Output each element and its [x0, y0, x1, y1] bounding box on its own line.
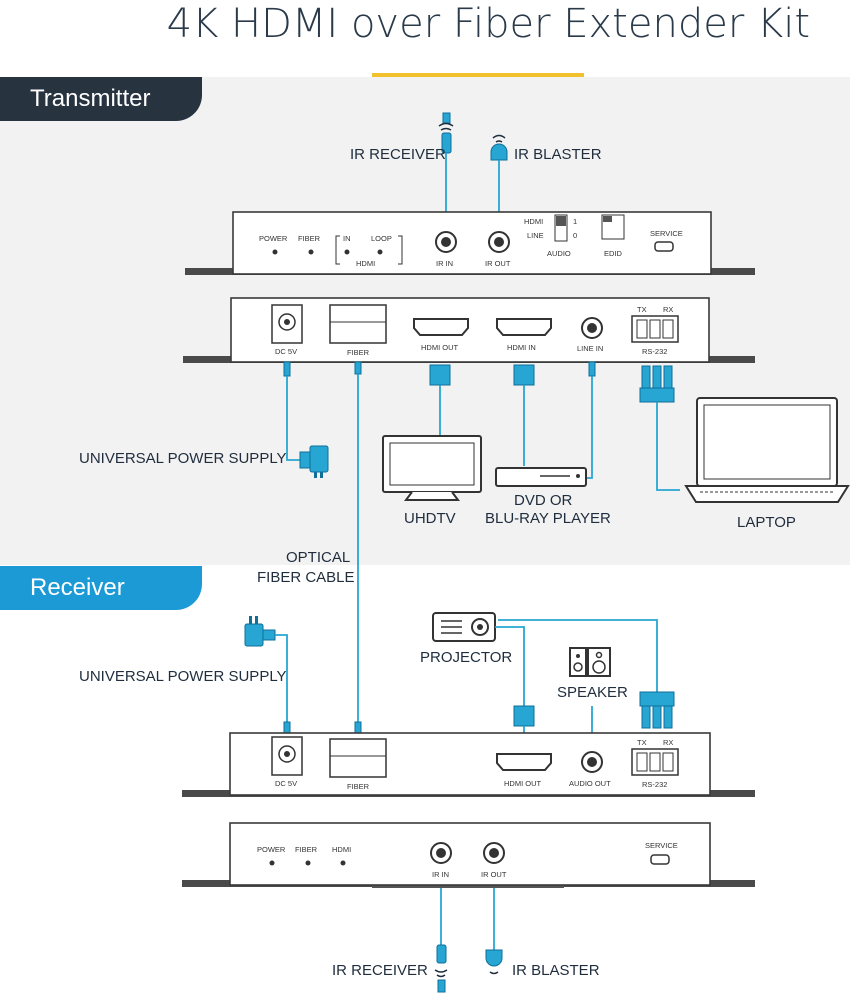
- tx-fiber-port-icon: [329, 304, 387, 344]
- rx-power-supply-label: UNIVERSAL POWER SUPPLY: [79, 668, 287, 685]
- tx-service-usb-icon: [654, 241, 674, 252]
- uhdtv-label: UHDTV: [404, 510, 456, 527]
- tx-power-supply-label: UNIVERSAL POWER SUPPLY: [79, 450, 287, 467]
- page-title: 4K HDMI over Fiber Extender Kit: [166, 1, 810, 47]
- rx-fiber-front-label: FIBER: [295, 845, 318, 854]
- tx-ir-blaster-icon: [490, 134, 508, 161]
- tx-hdmi-label: HDMI: [356, 259, 375, 268]
- tx-switch-1-label: 1: [573, 217, 577, 226]
- rx-service-usb-icon: [650, 854, 670, 865]
- rx-rs232-tx-label: TX: [637, 738, 647, 747]
- tx-in-label: IN: [343, 234, 351, 243]
- bluray-player-icon: [495, 467, 587, 487]
- tx-switch-line-label: LINE: [527, 231, 544, 240]
- tx-power-led-icon: [272, 249, 278, 255]
- rx-power-label: POWER: [257, 845, 286, 854]
- rx-hdmi-out-label: HDMI OUT: [504, 779, 541, 788]
- projector-icon: [432, 612, 496, 642]
- rx-ir-out-label: IR OUT: [481, 870, 507, 879]
- tx-rs232-label: RS-232: [642, 347, 667, 356]
- tx-rs232-tx-label: TX: [637, 305, 647, 314]
- rx-fiber-led-icon: [305, 860, 311, 866]
- speaker-label: SPEAKER: [557, 684, 628, 701]
- player-label-line2: BLU-RAY PLAYER: [485, 510, 611, 527]
- projector-label: PROJECTOR: [420, 649, 512, 666]
- rx-ir-in-label: IR IN: [432, 870, 449, 879]
- tx-ir-out-label: IR OUT: [485, 259, 511, 268]
- rx-rear-unit: DC 5V FIBER HDMI OUT AUDIO OUT TX RX RS-…: [182, 732, 755, 797]
- player-label-line1: DVD OR: [514, 492, 573, 509]
- rx-ir-receiver-icon: [434, 944, 448, 993]
- rx-fiber-label: FIBER: [347, 782, 370, 791]
- tx-switch-hdmi-label: HDMI: [524, 217, 543, 226]
- rx-ir-blaster-icon: [485, 949, 503, 975]
- rx-service-label: SERVICE: [645, 841, 678, 850]
- rx-ir-receiver-label: IR RECEIVER: [332, 962, 428, 979]
- tx-power-label: POWER: [259, 234, 288, 243]
- tx-power-supply-icon: [299, 445, 329, 478]
- tx-ir-receiver-label: IR RECEIVER: [350, 146, 446, 163]
- tx-loop-label: LOOP: [371, 234, 392, 243]
- rx-rs232-rx-label: RX: [663, 738, 673, 747]
- uhdtv-icon: [382, 435, 482, 501]
- tx-front-unit: POWER FIBER IN LOOP HDMI IR IN IR OUT HD…: [185, 211, 755, 275]
- tx-rs232-rx-label: RX: [663, 305, 673, 314]
- rx-ir-blaster-label: IR BLASTER: [512, 962, 600, 979]
- rx-rs232-label: RS-232: [642, 780, 667, 789]
- tx-hdmi-in-plug-icon: [513, 364, 535, 386]
- tx-ir-in-label: IR IN: [436, 259, 453, 268]
- receiver-tab: Receiver: [0, 566, 202, 610]
- fiber-cable-label-line2: FIBER CABLE: [257, 569, 355, 586]
- rx-front-unit: POWER FIBER HDMI IR IN IR OUT SERVICE: [182, 822, 755, 888]
- tx-rear-unit: DC 5V FIBER HDMI OUT HDMI IN LINE IN TX …: [183, 297, 755, 363]
- tx-audio-label: AUDIO: [547, 249, 571, 258]
- tx-hdmi-out-plug-icon: [429, 364, 451, 386]
- tx-service-label: SERVICE: [650, 229, 683, 238]
- fiber-cable-label-line1: OPTICAL: [286, 549, 350, 566]
- tx-rs232-plug-icon: [639, 365, 675, 403]
- tx-fiber-led-icon: [308, 249, 314, 255]
- tx-hdmi-in-label: HDMI IN: [507, 343, 536, 352]
- speaker-icon: [569, 647, 611, 677]
- tx-edid-label: EDID: [604, 249, 623, 258]
- transmitter-tab: Transmitter: [0, 77, 202, 121]
- tx-hdmi-out-port-icon: [413, 318, 469, 336]
- tx-rear-fiber-label: FIBER: [347, 348, 370, 357]
- rx-hdmi-plug-icon: [513, 705, 535, 727]
- rx-power-supply-icon: [244, 616, 276, 647]
- rx-hdmi-front-label: HDMI: [332, 845, 351, 854]
- tx-switch-0-label: 0: [573, 231, 577, 240]
- title-underline: [372, 73, 584, 77]
- rx-power-led-icon: [269, 860, 275, 866]
- rx-dc5v-label: DC 5V: [275, 779, 297, 788]
- rx-rs232-plug-icon: [639, 691, 675, 729]
- rx-hdmi-out-port-icon: [496, 753, 552, 771]
- rx-fiber-port-icon: [329, 738, 387, 778]
- rx-dc-jack-icon: [271, 736, 303, 776]
- tx-ir-blaster-label: IR BLASTER: [514, 146, 602, 163]
- tx-fiber-label: FIBER: [298, 234, 321, 243]
- rx-hdmi-led-icon: [340, 860, 346, 866]
- tx-line-in-label: LINE IN: [577, 344, 603, 353]
- laptop-icon: [684, 397, 850, 503]
- tx-hdmi-in-port-icon: [496, 318, 552, 336]
- tx-dc5v-label: DC 5V: [275, 347, 297, 356]
- rx-audio-out-label: AUDIO OUT: [569, 779, 611, 788]
- laptop-label: LAPTOP: [737, 514, 796, 531]
- tx-hdmi-out-label: HDMI OUT: [421, 343, 458, 352]
